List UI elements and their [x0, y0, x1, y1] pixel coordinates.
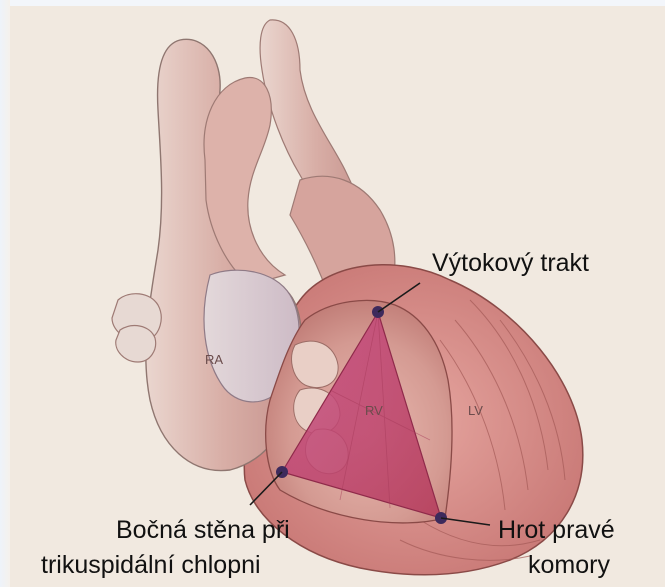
- label-lateral-wall-line2: trikuspidální chlopni: [41, 550, 261, 580]
- label-rv: RV: [365, 403, 383, 418]
- label-lv: LV: [468, 403, 483, 418]
- label-apex-line2: komory: [528, 550, 610, 580]
- label-outflow-tract: Výtokový trakt: [432, 248, 589, 278]
- label-lateral-wall-line1: Bočná stěna při: [116, 515, 290, 545]
- label-ra: RA: [205, 352, 223, 367]
- label-apex-line1: Hrot pravé: [498, 515, 615, 545]
